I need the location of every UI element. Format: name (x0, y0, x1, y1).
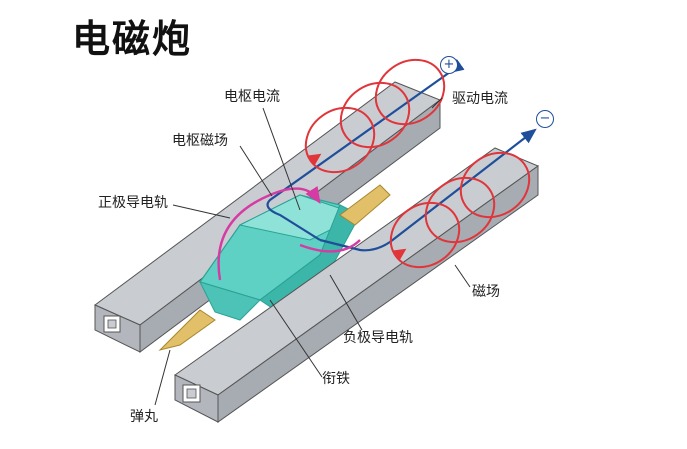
armature-field (217, 186, 361, 281)
armature (199, 194, 362, 321)
negative-rail (174, 147, 540, 423)
negative-terminal-sign: − (536, 110, 554, 128)
label-drive-current: 驱动电流 (452, 91, 508, 107)
projectile (158, 184, 391, 351)
positive-terminal-sign: + (440, 56, 458, 74)
label-armature-field: 电枢磁场 (172, 133, 228, 149)
page-title: 电磁炮 (72, 17, 193, 61)
label-positive-rail: 正极导电轨 (98, 195, 168, 211)
label-armature: 衔铁 (322, 371, 350, 387)
label-armature-current: 电枢电流 (224, 89, 280, 105)
label-magnetic-field: 磁场 (472, 284, 500, 300)
leader-lines (154, 97, 471, 406)
magnetic-field-loops (304, 58, 531, 269)
label-projectile: 弹丸 (130, 409, 158, 425)
label-negative-rail: 负极导电轨 (343, 330, 413, 346)
